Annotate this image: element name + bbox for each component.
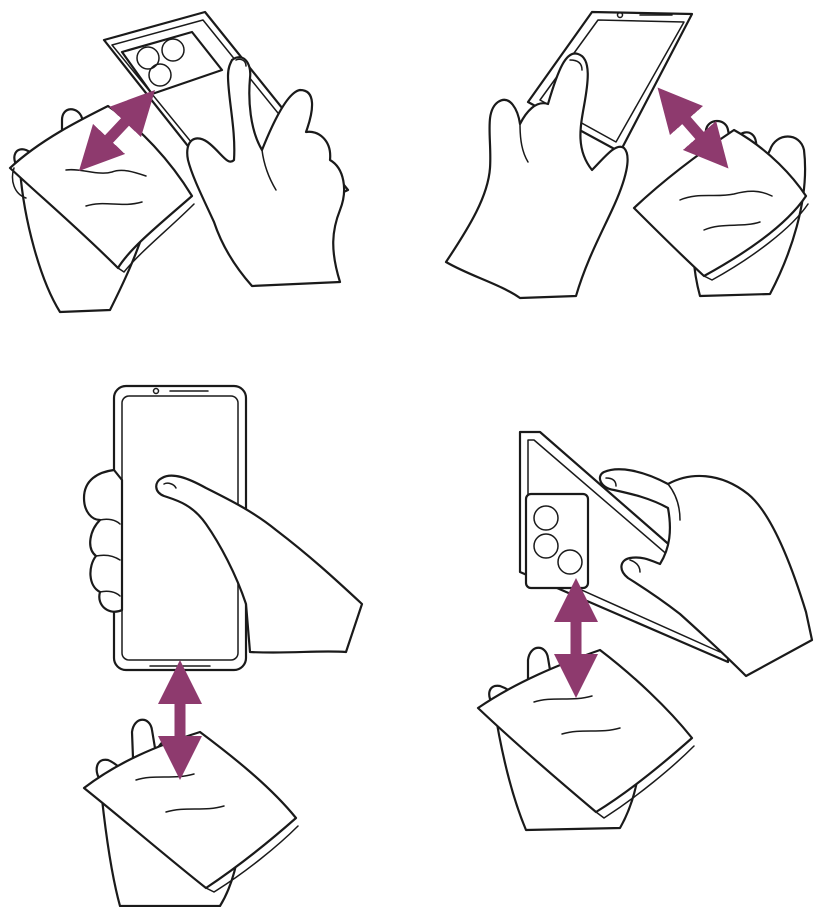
hand-with-cloth [478, 648, 694, 830]
panel-bottom-left [84, 386, 362, 906]
panel-top-right [446, 12, 808, 298]
hand-with-cloth [634, 121, 808, 296]
hand-with-cloth [10, 106, 194, 312]
panel-top-left [10, 12, 348, 312]
panel-bottom-right [478, 432, 812, 830]
hand-with-cloth [84, 720, 298, 906]
